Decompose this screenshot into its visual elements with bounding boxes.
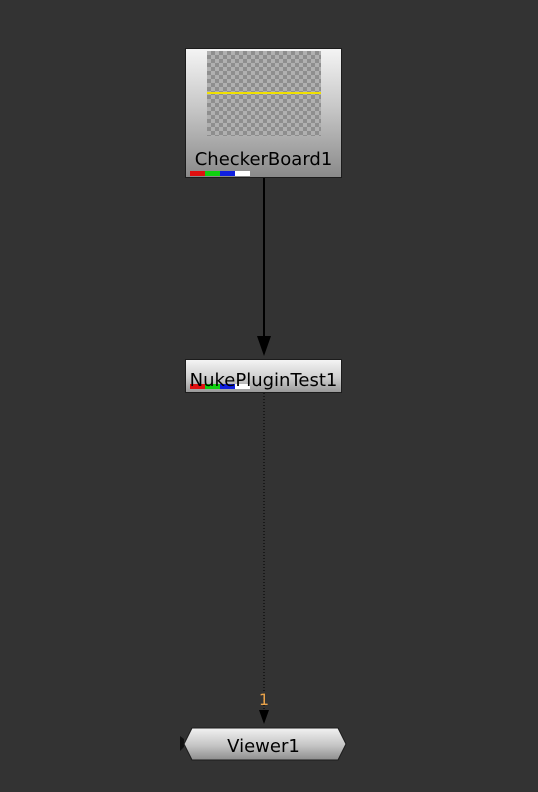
thumbnail-yellow-line (207, 92, 321, 94)
nuke-plugin-test-node[interactable]: NukePluginTest1 (185, 359, 342, 393)
viewer-node[interactable]: Viewer1 (180, 727, 347, 761)
viewer-side-input-arrow (180, 736, 184, 751)
red-channel-swatch (190, 384, 205, 389)
red-channel-swatch (190, 171, 205, 176)
checkerboard-node-label: CheckerBoard1 (194, 149, 333, 170)
channel-indicator (190, 384, 250, 389)
viewer-input-number: 1 (258, 690, 270, 709)
channel-indicator (190, 171, 250, 176)
checkerboard-node[interactable]: CheckerBoard1 (185, 48, 342, 178)
plugin-node-label: NukePluginTest1 (189, 370, 338, 391)
viewer-node-label: Viewer1 (227, 736, 300, 757)
green-channel-swatch (205, 384, 220, 389)
alpha-channel-swatch (235, 171, 250, 176)
arrowhead-plugin-input (257, 336, 271, 356)
checkerboard-thumbnail (207, 51, 321, 136)
alpha-channel-swatch (235, 384, 250, 389)
blue-channel-swatch (220, 384, 235, 389)
blue-channel-swatch (220, 171, 235, 176)
viewer-node-shape (180, 727, 347, 761)
green-channel-swatch (205, 171, 220, 176)
arrowhead-viewer-input (259, 710, 269, 724)
